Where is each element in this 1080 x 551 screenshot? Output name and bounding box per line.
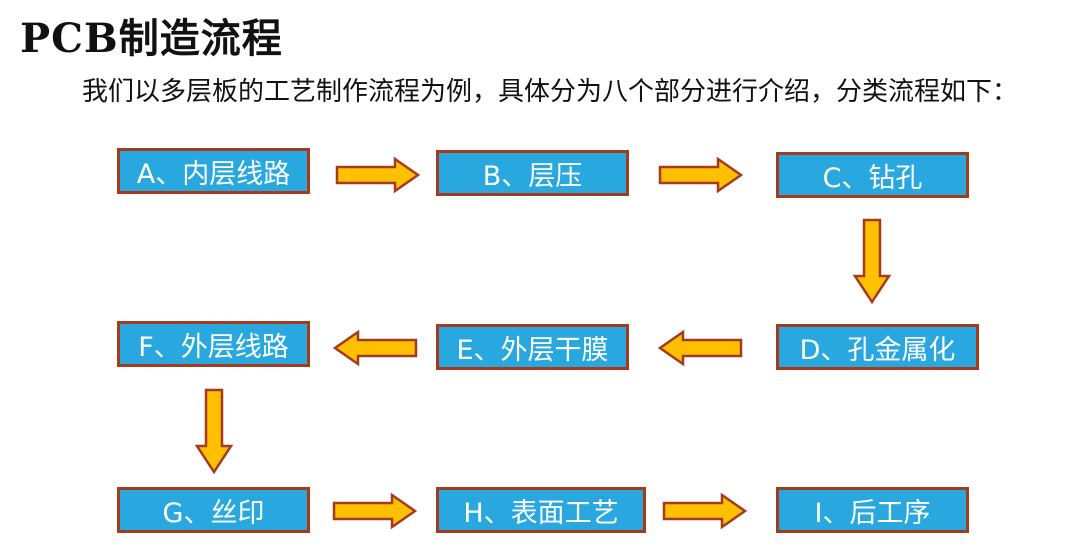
step-e-box: E、外层干膜 bbox=[436, 324, 629, 370]
step-f-box: F、外层线路 bbox=[117, 321, 310, 367]
arrow-f-to-g-icon bbox=[194, 388, 234, 475]
arrow-g-to-h-icon bbox=[332, 492, 418, 530]
arrow-b-to-c-icon bbox=[658, 156, 744, 194]
step-g-box: G、丝印 bbox=[117, 487, 310, 533]
arrow-a-to-b-icon bbox=[335, 156, 421, 194]
arrow-c-to-d-icon bbox=[852, 218, 892, 305]
step-h-box: H、表面工艺 bbox=[436, 487, 646, 533]
page-title: PCB制造流程 bbox=[20, 15, 283, 62]
step-d-box: D、孔金属化 bbox=[776, 324, 979, 370]
step-a-box: A、内层线路 bbox=[117, 148, 310, 194]
arrow-d-to-e-icon bbox=[657, 329, 743, 367]
step-i-box: I、后工序 bbox=[776, 487, 969, 533]
intro-text: 我们以多层板的工艺制作流程为例，具体分为八个部分进行介绍，分类流程如下： bbox=[82, 77, 1019, 107]
step-b-box: B、层压 bbox=[436, 150, 629, 196]
arrow-h-to-i-icon bbox=[662, 492, 748, 530]
step-c-box: C、钻孔 bbox=[776, 152, 969, 198]
arrow-e-to-f-icon bbox=[332, 329, 418, 367]
